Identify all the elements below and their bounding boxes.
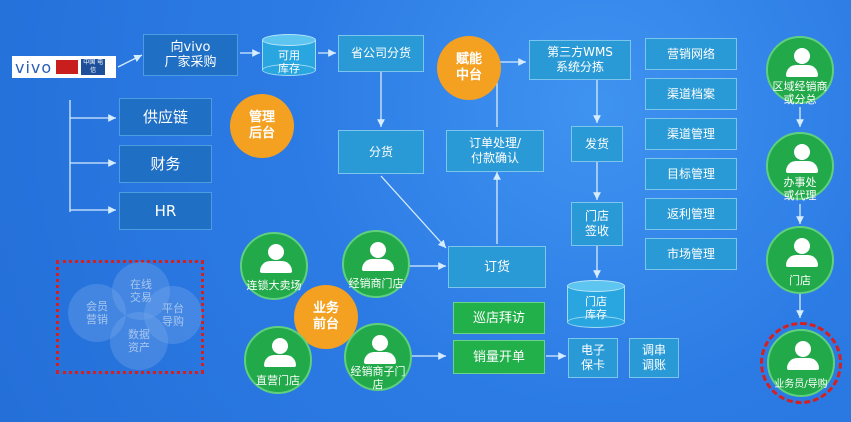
purchase-box[interactable]: 向vivo 厂家采购 bbox=[143, 34, 238, 76]
business-frontend-hub[interactable]: 业务 前台 bbox=[294, 285, 358, 349]
person-body-icon bbox=[786, 161, 818, 173]
person-body-icon bbox=[786, 65, 818, 77]
management-backend-hub[interactable]: 管理 后台 bbox=[230, 94, 294, 158]
chain-store-node[interactable]: 连锁大卖场 bbox=[240, 232, 308, 300]
person-body-icon bbox=[364, 352, 396, 364]
stock-label: 可用 库存 bbox=[278, 49, 300, 75]
dealer-store-node[interactable]: 经销商门店 bbox=[342, 230, 410, 298]
person-body-icon bbox=[260, 261, 292, 273]
transfer-box[interactable]: 调串 调账 bbox=[629, 338, 679, 378]
channel-item-0[interactable]: 营销网络 bbox=[645, 38, 737, 70]
bubble-data-assets: 数据 资产 bbox=[110, 312, 168, 370]
finance-box[interactable]: 财务 bbox=[119, 145, 212, 183]
office-agent-node[interactable]: 办事处 或代理 bbox=[766, 132, 834, 202]
regional-dealer-label: 区域经销商 或分总 bbox=[772, 80, 828, 106]
person-head-icon bbox=[268, 244, 284, 260]
logo-wordmark: vivo bbox=[15, 57, 53, 77]
bubble-member-marketing: 会员 营销 bbox=[68, 284, 126, 342]
store-stock-cylinder[interactable]: 门店 库存 bbox=[567, 280, 625, 328]
person-head-icon bbox=[795, 341, 811, 357]
channel-item-1[interactable]: 渠道档案 bbox=[645, 78, 737, 110]
person-head-icon bbox=[794, 48, 810, 64]
warranty-box[interactable]: 电子 保卡 bbox=[568, 338, 618, 378]
regional-dealer-node[interactable]: 区域经销商 或分总 bbox=[766, 36, 834, 106]
office-agent-label: 办事处 或代理 bbox=[783, 176, 817, 202]
store-node[interactable]: 门店 bbox=[766, 226, 834, 294]
channel-item-5[interactable]: 市场管理 bbox=[645, 238, 737, 270]
order-box[interactable]: 订货 bbox=[448, 246, 546, 288]
order-processing-box[interactable]: 订单处理/ 付款确认 bbox=[446, 130, 544, 172]
stock-cylinder[interactable]: 可用 库存 bbox=[262, 34, 316, 76]
store-stock-label: 门店 库存 bbox=[585, 295, 607, 321]
bubble-platform-guide: 平台 导购 bbox=[144, 286, 202, 344]
vivo-logo: vivo 中国 电信 bbox=[12, 56, 116, 78]
enablement-middle-hub[interactable]: 赋能 中台 bbox=[437, 36, 501, 100]
salesperson-label: 业务员/导购 bbox=[774, 379, 828, 390]
highlight-circle bbox=[760, 322, 842, 404]
channel-item-2[interactable]: 渠道管理 bbox=[645, 118, 737, 150]
person-body-icon bbox=[786, 255, 818, 267]
person-body-icon bbox=[787, 358, 819, 370]
allocate-box[interactable]: 分货 bbox=[338, 130, 424, 174]
person-head-icon bbox=[372, 335, 388, 351]
store-visit-box[interactable]: 巡店拜访 bbox=[453, 302, 545, 334]
person-head-icon bbox=[272, 338, 288, 354]
person-head-icon bbox=[794, 238, 810, 254]
store-sign-box[interactable]: 门店 签收 bbox=[571, 202, 623, 246]
capability-group bbox=[56, 260, 204, 374]
supply-chain-box[interactable]: 供应链 bbox=[119, 98, 212, 136]
direct-store-node[interactable]: 直营门店 bbox=[244, 326, 312, 394]
dealer-store-label: 经销商门店 bbox=[348, 277, 404, 290]
bubble-online-trading: 在线 交易 bbox=[112, 262, 170, 320]
person-head-icon bbox=[370, 242, 386, 258]
person-body-icon bbox=[362, 259, 394, 271]
store-label: 门店 bbox=[789, 274, 811, 287]
province-allocation-box[interactable]: 省公司分货 bbox=[338, 35, 424, 72]
hr-box[interactable]: HR bbox=[119, 192, 212, 230]
salesperson-node[interactable]: 业务员/导购 bbox=[767, 329, 835, 397]
wms-sorting-box[interactable]: 第三方WMS 系统分拣 bbox=[529, 40, 631, 80]
person-head-icon bbox=[794, 144, 810, 160]
ship-box[interactable]: 发货 bbox=[571, 126, 623, 162]
logo-badge: 中国 电信 bbox=[81, 59, 106, 75]
channel-item-3[interactable]: 目标管理 bbox=[645, 158, 737, 190]
sales-order-box[interactable]: 销量开单 bbox=[453, 340, 545, 374]
person-body-icon bbox=[264, 355, 296, 367]
sub-dealer-store-node[interactable]: 经销商子门 店 bbox=[344, 323, 412, 391]
sub-dealer-store-label: 经销商子门 店 bbox=[350, 365, 406, 391]
direct-store-label: 直营门店 bbox=[256, 374, 300, 387]
chain-store-label: 连锁大卖场 bbox=[246, 279, 302, 292]
channel-item-4[interactable]: 返利管理 bbox=[645, 198, 737, 230]
brand-mark-icon bbox=[56, 60, 79, 74]
